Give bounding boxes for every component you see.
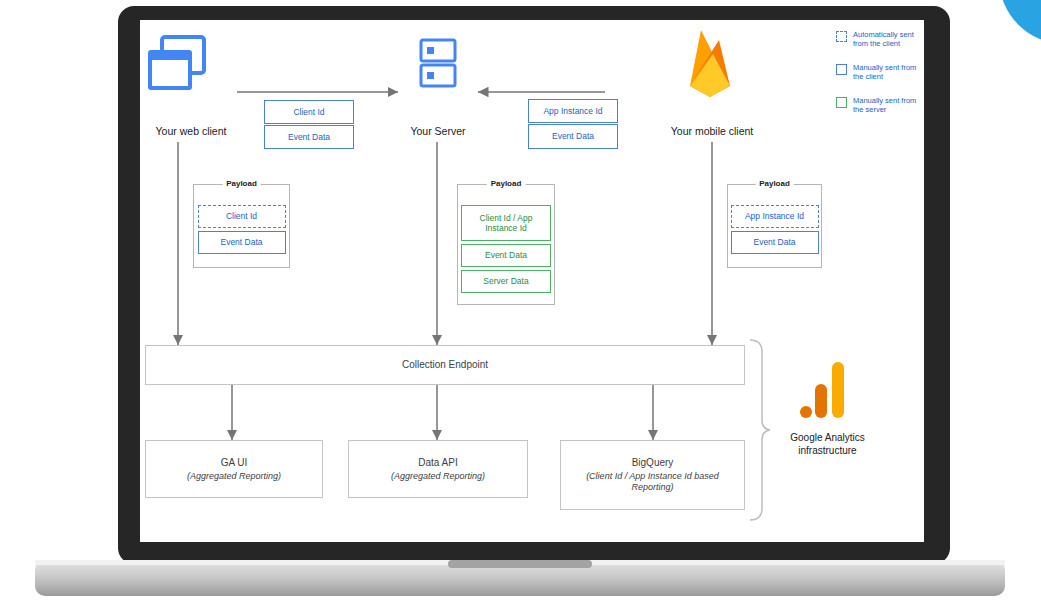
report-box: Data API (Aggregated Reporting) — [348, 440, 528, 498]
field-box: Event Data — [264, 125, 354, 149]
flow-arrow — [478, 91, 605, 93]
field-box: App Instance Id — [731, 205, 819, 228]
legend-text: Manually sent from the server — [853, 96, 924, 115]
box-subtitle: (Client Id / App Instance Id based Repor… — [567, 471, 738, 493]
server-icon — [421, 40, 455, 86]
field-box: Event Data — [528, 124, 618, 149]
field-box: Client Id — [198, 205, 286, 228]
legend-swatch — [836, 97, 847, 108]
legend-row: Manually sent from the server — [836, 96, 924, 115]
box-label: Client Id / App Instance Id — [466, 213, 546, 233]
legend: Automatically sent from the clientManual… — [836, 30, 924, 114]
field-box: Server Data — [461, 270, 551, 293]
payload-group: PayloadApp Instance IdEvent Data — [727, 184, 822, 268]
group-heading: Payload — [487, 179, 526, 189]
flow-arrow — [436, 385, 438, 440]
field-box: Event Data — [198, 231, 286, 254]
box-label: GA UI — [221, 457, 248, 469]
client-node: Your web client — [145, 30, 237, 142]
box-label: Event Data — [753, 237, 795, 247]
group-heading: Payload — [222, 179, 261, 189]
infrastructure-bracket — [750, 340, 770, 520]
box-label: Your Server — [410, 125, 465, 138]
box-label: Your mobile client — [671, 125, 754, 138]
report-box: GA UI (Aggregated Reporting) — [145, 440, 323, 498]
legend-text: Manually sent from the client — [853, 63, 924, 82]
box-label: Event Data — [485, 250, 527, 260]
flow-arrow — [711, 142, 713, 345]
flow-arrow — [177, 142, 179, 345]
box-label: Client Id — [293, 107, 324, 117]
field-box: Event Data — [461, 244, 551, 267]
firebase-icon — [690, 30, 730, 97]
legend-swatch — [836, 64, 847, 75]
google-analytics-logo — [800, 362, 844, 418]
legend-row: Manually sent from the client — [836, 63, 924, 82]
box-label: Client Id — [226, 211, 257, 221]
box-subtitle: (Aggregated Reporting) — [187, 471, 281, 482]
box-label: Collection Endpoint — [402, 359, 488, 371]
field-box: App Instance Id — [528, 99, 618, 123]
box-subtitle: (Aggregated Reporting) — [391, 471, 485, 482]
payload-group: PayloadClient IdEvent Data — [193, 184, 290, 268]
flow-arrow — [436, 142, 438, 345]
field-box: Client Id / App Instance Id — [461, 205, 551, 241]
laptop-bezel — [118, 6, 950, 564]
box-label: Event Data — [552, 131, 594, 141]
box-label: Data API — [418, 457, 457, 469]
flow-arrow — [652, 385, 654, 440]
legend-text: Automatically sent from the client — [853, 30, 924, 49]
group-heading: Payload — [755, 179, 794, 189]
client-node: Your mobile client — [605, 30, 819, 142]
laptop-base — [35, 560, 1005, 596]
field-box: Client Id — [264, 100, 354, 124]
box-label: App Instance Id — [745, 211, 804, 221]
legend-swatch — [836, 31, 847, 42]
endpoint-box: Collection Endpoint — [145, 345, 745, 385]
web-client-icon — [148, 37, 204, 90]
box-label: App Instance Id — [543, 106, 602, 116]
flow-arrow — [231, 385, 233, 440]
server-node: Your Server — [398, 30, 478, 142]
field-box: Event Data — [731, 231, 819, 254]
box-label: Your web client — [156, 125, 227, 138]
laptop-screen — [140, 20, 924, 542]
flow-arrow — [237, 91, 398, 93]
box-label: Event Data — [220, 237, 262, 247]
payload-group: PayloadClient Id / App Instance IdEvent … — [457, 184, 555, 305]
box-label: Event Data — [288, 132, 330, 142]
legend-row: Automatically sent from the client — [836, 30, 924, 49]
report-box: BigQuery (Client Id / App Instance Id bas… — [560, 440, 745, 510]
laptop-notch — [448, 560, 592, 568]
corner-circle — [999, 0, 1041, 44]
box-label: BigQuery — [632, 457, 674, 469]
infrastructure-label: Google Analytics infrastructure — [770, 432, 885, 457]
box-label: Server Data — [483, 276, 528, 286]
